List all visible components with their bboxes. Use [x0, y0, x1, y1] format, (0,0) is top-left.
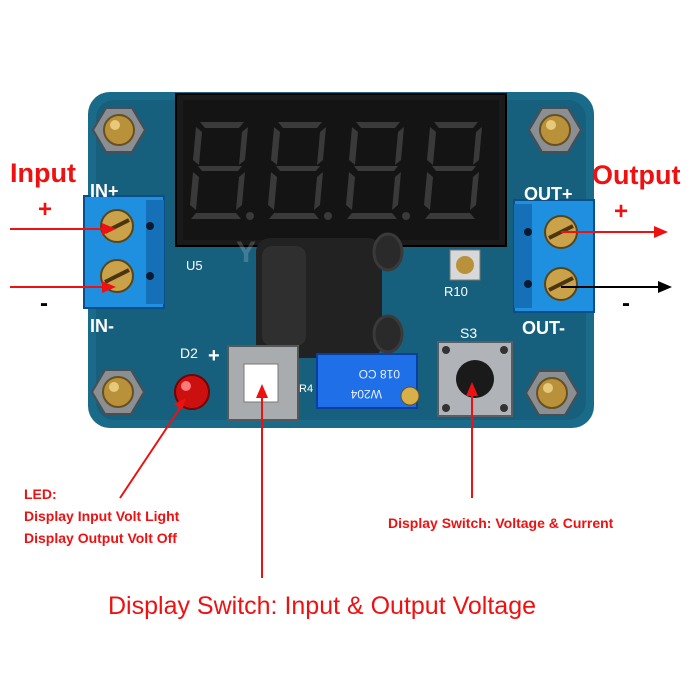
- seven-segment-display: [175, 93, 507, 247]
- silk-r4: R4: [299, 383, 313, 395]
- output-terminal-block: [513, 199, 595, 313]
- digit-3: [346, 122, 410, 220]
- digit-2: [268, 122, 332, 220]
- silk-d2-plus: +: [208, 345, 220, 367]
- mounting-nut-bottom-right: [524, 370, 580, 416]
- output-plus-sign: +: [614, 198, 629, 225]
- silk-in-minus: IN-: [90, 316, 114, 336]
- silk-r10: R10: [444, 284, 468, 299]
- pot-marking-top: 018 CO: [359, 367, 400, 381]
- potentiometer: [316, 353, 420, 409]
- push-button-s3: [437, 341, 513, 417]
- mounting-nut-top-left: [91, 107, 147, 153]
- input-output-switch-label: Display Switch: Input & Output Voltage: [108, 592, 537, 620]
- silk-d2: D2: [180, 345, 198, 361]
- silk-u5: U5: [186, 258, 203, 273]
- input-plus-sign: +: [38, 196, 53, 223]
- led-line-2: Display Output Volt Off: [24, 530, 177, 546]
- inductor: [256, 232, 404, 358]
- r10-component: [449, 249, 481, 281]
- led-title: LED:: [24, 486, 57, 502]
- pot-marking-bottom: W204: [350, 387, 382, 401]
- silk-out-plus: OUT+: [524, 184, 573, 204]
- silk-s3: S3: [460, 325, 477, 341]
- led-line-1: Display Input Volt Light: [24, 508, 180, 524]
- mounting-nut-top-right: [527, 107, 583, 153]
- slide-switch: [227, 345, 299, 421]
- output-minus-sign: -: [622, 290, 630, 317]
- voltage-current-switch-label: Display Switch: Voltage & Current: [388, 515, 614, 531]
- annotation-arrows: [10, 223, 672, 578]
- led-pointer-arrow: [119, 407, 181, 499]
- mounting-nut-bottom-left: [90, 369, 146, 415]
- digit-1: [190, 122, 254, 220]
- digit-4: [424, 122, 482, 219]
- silk-in-plus: IN+: [90, 181, 119, 201]
- input-minus-sign: -: [40, 290, 48, 317]
- silk-out-minus: OUT-: [522, 318, 565, 338]
- output-label: Output: [592, 160, 681, 190]
- input-label: Input: [10, 158, 76, 188]
- input-terminal-block: [83, 195, 165, 309]
